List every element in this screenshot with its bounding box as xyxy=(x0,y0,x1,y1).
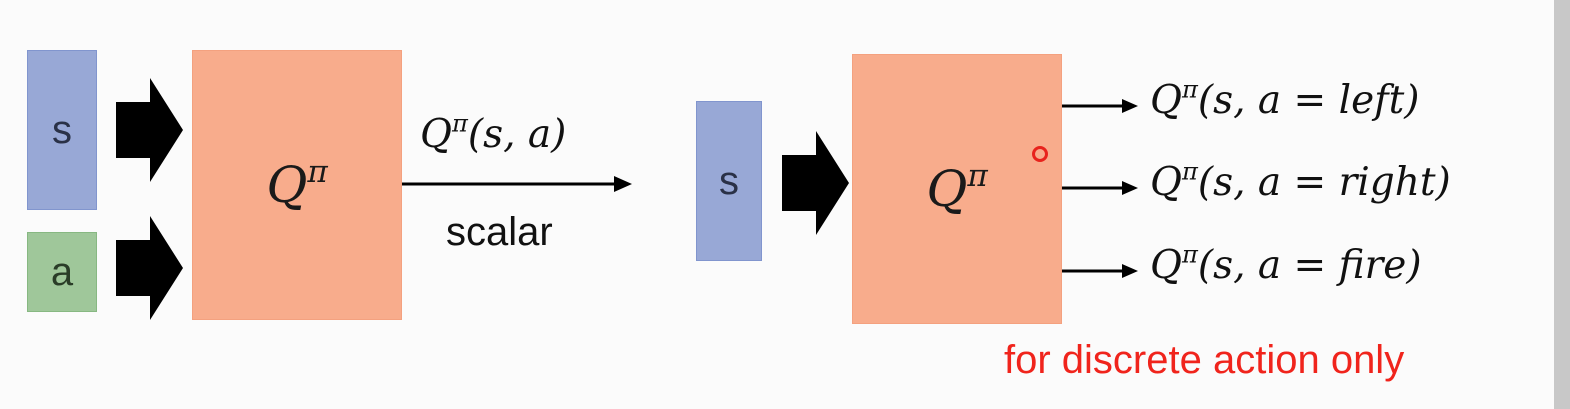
right-q-network-box: Qπ xyxy=(852,54,1062,324)
output-right-args: (s, a = right) xyxy=(1197,160,1451,205)
left-action-input-box: a xyxy=(27,232,97,312)
output-fire-args: (s, a = fire) xyxy=(1197,243,1422,288)
scalar-output-arrowhead xyxy=(614,176,632,192)
right-q-base: Q xyxy=(926,160,968,218)
action-input-arrow xyxy=(116,216,183,320)
right-state-input-box: s xyxy=(696,101,762,261)
left-action-label: a xyxy=(50,249,74,294)
right-q-superscript: π xyxy=(967,157,988,194)
output-label-right: Qπ(s, a = right) xyxy=(1150,157,1451,205)
output-left-args: (s, a = left) xyxy=(1197,78,1420,123)
left-output-args: (s, a) xyxy=(467,112,567,157)
output-arrow-left-head xyxy=(1122,99,1138,113)
output-left-superscript: π xyxy=(1181,75,1198,104)
right-state-input-arrow xyxy=(782,131,849,235)
left-output-superscript: π xyxy=(451,109,468,138)
output-fire-base: Q xyxy=(1150,243,1182,288)
output-left-base: Q xyxy=(1150,78,1182,123)
output-arrow-fire-head xyxy=(1122,264,1138,278)
left-q-symbol: Qπ xyxy=(266,156,327,214)
output-right-base: Q xyxy=(1150,160,1182,205)
state-input-arrow xyxy=(116,78,183,182)
left-q-base: Q xyxy=(266,156,308,214)
discrete-action-note: for discrete action only xyxy=(1004,338,1405,382)
left-state-input-box: s xyxy=(27,50,97,210)
laser-pointer-cursor xyxy=(1032,146,1048,162)
left-q-superscript: π xyxy=(307,153,328,190)
right-state-label: s xyxy=(719,158,739,203)
output-right-superscript: π xyxy=(1181,157,1198,186)
right-q-symbol: Qπ xyxy=(926,160,987,218)
left-output-base: Q xyxy=(420,112,452,157)
output-fire-superscript: π xyxy=(1181,240,1198,269)
left-state-label: s xyxy=(52,107,72,152)
left-q-network-box: Qπ xyxy=(192,50,402,320)
output-arrow-right-head xyxy=(1122,181,1138,195)
left-output-label: Qπ(s, a) xyxy=(420,109,567,157)
output-label-fire: Qπ(s, a = fire) xyxy=(1150,240,1422,288)
scalar-label: scalar xyxy=(446,210,553,254)
right-edge-shadow xyxy=(1554,0,1570,409)
output-label-left: Qπ(s, a = left) xyxy=(1150,75,1420,123)
